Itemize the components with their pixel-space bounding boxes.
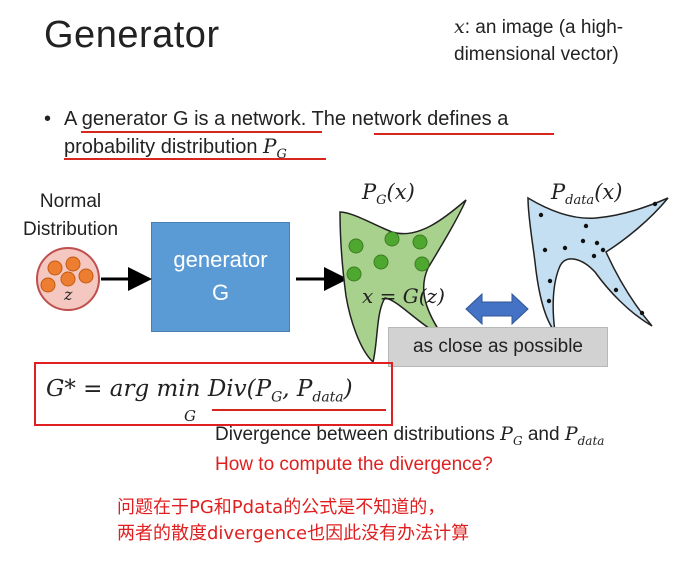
formula-lhs: G* = arg min [46, 376, 201, 402]
normal-label-line-1: Normal [39, 191, 102, 212]
normal-distribution-label: Normal Distribution [8, 188, 133, 244]
divergence-description: Divergence between distributions PG and … [215, 423, 605, 448]
as-close-as-possible-box: as close as possible [388, 327, 608, 367]
bullet-line-2: probability distribution PG [64, 133, 287, 168]
pg-x-label: PG(x) [362, 180, 415, 209]
pdata-x-label: Pdata(x) [551, 180, 623, 209]
bullet-dot: • [44, 108, 52, 130]
bullet-pg-symbol: PG [263, 134, 287, 162]
pdata-sample-dots [538, 201, 658, 316]
chinese-line-2: 两者的散度divergence也因此没有办法计算 [117, 523, 470, 544]
underline-generator [81, 131, 322, 133]
chinese-annotation: 问题在于PG和Pdata的公式是不知道的， 两者的散度divergence也因此… [117, 495, 469, 547]
objective-formula: G* = arg min Div(PG, Pdata) [46, 376, 353, 406]
objective-formula-box [34, 362, 393, 426]
bullet-line-1: A generator G is a network. The network … [64, 106, 604, 133]
normal-distribution-circle [36, 247, 100, 311]
generator-box: generator G [151, 222, 290, 332]
underline-network-defines [374, 133, 554, 135]
z-label: z [64, 285, 73, 304]
bullet-line-2-text: probability distribution [64, 136, 263, 158]
x-variable: x [454, 16, 465, 38]
note-text-2: dimensional vector) [454, 44, 619, 65]
pdata-distribution-shape [527, 196, 669, 335]
underline-probability [64, 158, 326, 160]
generator-label: generator [173, 247, 268, 272]
x-definition-note: x: an image (a high- dimensional vector) [454, 14, 679, 68]
chinese-line-1: 问题在于PG和Pdata的公式是不知道的， [117, 497, 446, 518]
divergence-question: How to compute the divergence? [215, 454, 493, 475]
bullet-part-3: network defines a [351, 108, 509, 130]
bullet-part-1: A generator G is a network [64, 108, 301, 130]
slide-title: Generator [44, 14, 220, 56]
note-text-1: : an image (a high- [464, 17, 624, 38]
formula-div: Div(P [207, 376, 272, 402]
normal-label-line-2: Distribution [22, 219, 119, 240]
generator-g-label: G [211, 280, 230, 305]
bullet-part-2: . The [300, 108, 352, 130]
x-equals-gz-label: x = G(z) [362, 284, 445, 308]
formula-min-subscript: G [184, 407, 196, 425]
double-arrow-icon [465, 292, 529, 326]
pg-sample-dots [346, 231, 430, 282]
